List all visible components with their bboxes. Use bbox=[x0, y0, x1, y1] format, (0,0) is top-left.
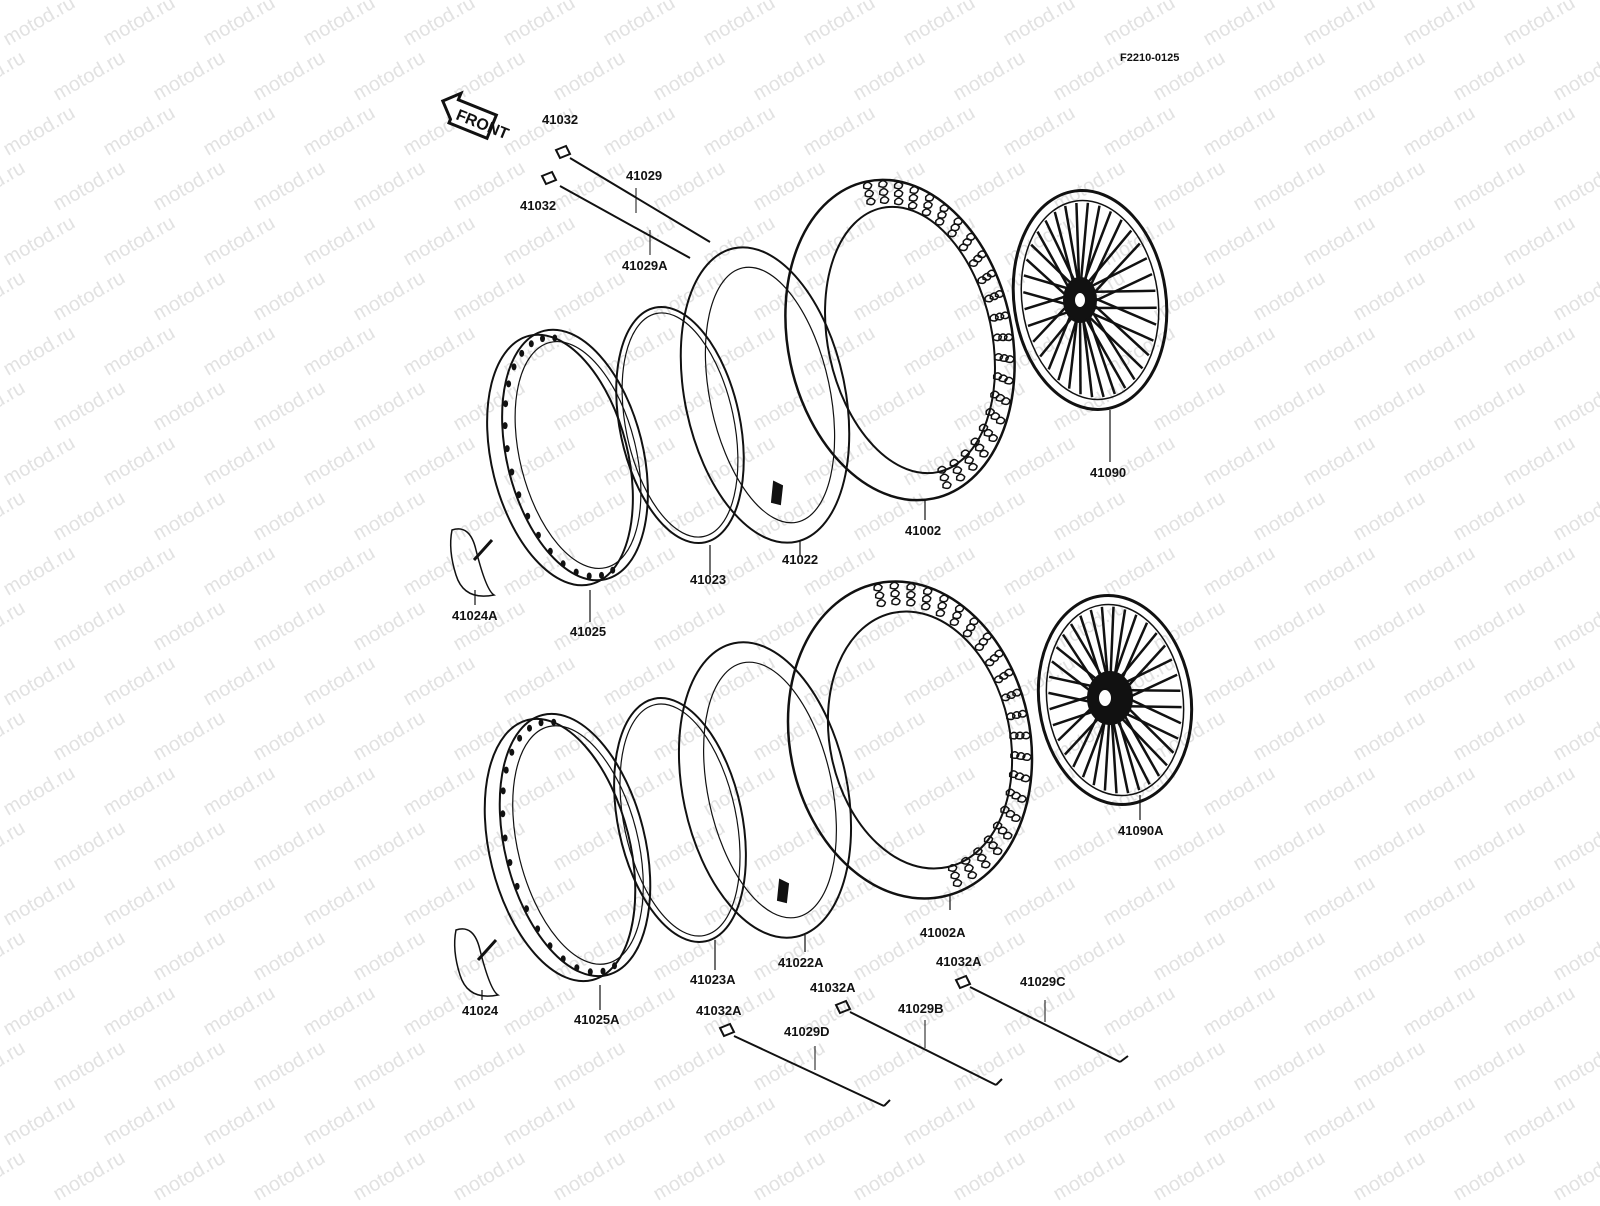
front-arrow-icon: FRONT bbox=[436, 88, 516, 145]
label-41025: 41025 bbox=[570, 624, 606, 639]
label-41029d: 41029D bbox=[784, 1024, 830, 1039]
label-41024: 41024 bbox=[462, 1003, 498, 1018]
leader-lines-front bbox=[475, 410, 1110, 622]
label-41024a: 41024A bbox=[452, 608, 498, 623]
rim-lock-front bbox=[451, 529, 494, 596]
label-41029a: 41029A bbox=[622, 258, 668, 273]
label-41032a-c: 41032A bbox=[936, 954, 982, 969]
tire-rear bbox=[759, 559, 1060, 922]
label-41090a: 41090A bbox=[1118, 823, 1164, 838]
label-41032-top: 41032 bbox=[542, 112, 578, 127]
rim-front bbox=[463, 314, 672, 600]
rim-lock-rear bbox=[455, 929, 498, 996]
label-41002a: 41002A bbox=[920, 925, 966, 940]
label-41002: 41002 bbox=[905, 523, 941, 538]
label-41032a-d: 41032A bbox=[696, 1003, 742, 1018]
spoke-set-rear bbox=[720, 976, 1128, 1106]
rim-rear bbox=[460, 698, 676, 997]
label-41023a: 41023A bbox=[690, 972, 736, 987]
wheel-assembly-front bbox=[999, 180, 1180, 419]
tire-front bbox=[757, 158, 1043, 521]
label-41032-lower: 41032 bbox=[520, 198, 556, 213]
label-41025a: 41025A bbox=[574, 1012, 620, 1027]
spoke-set-front bbox=[542, 146, 710, 258]
figure-code: F2210-0125 bbox=[1120, 52, 1179, 64]
label-41090: 41090 bbox=[1090, 465, 1126, 480]
label-41029c: 41029C bbox=[1020, 974, 1066, 989]
label-41022a: 41022A bbox=[778, 955, 824, 970]
label-41029: 41029 bbox=[626, 168, 662, 183]
label-41023: 41023 bbox=[690, 572, 726, 587]
label-41032a-b: 41032A bbox=[810, 980, 856, 995]
wheel-assembly-rear bbox=[1025, 585, 1205, 814]
label-41029b: 41029B bbox=[898, 1001, 944, 1016]
label-41022: 41022 bbox=[782, 552, 818, 567]
tube-rear bbox=[654, 626, 877, 954]
